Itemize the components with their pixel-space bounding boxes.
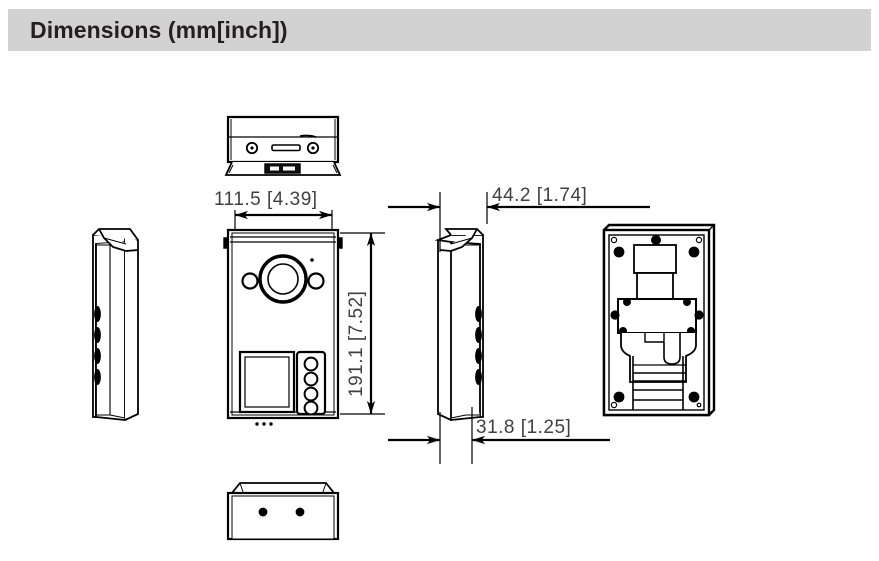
call-button-3 [303,386,319,402]
call-button-2 [303,371,319,387]
mic-hole-1 [255,422,259,426]
extension-lines [439,192,488,464]
mic-hole-3 [269,422,273,426]
dimension-depth-body-label: 31.8 [1.25] [476,417,571,438]
top-view [224,115,342,176]
technical-drawing-svg: 111.5 [4.39] [92,115,716,541]
mic-hole-2 [262,422,266,426]
dimension-depth-total: 44.2 [1.74] [388,185,650,212]
dimension-height: 191.1 [7.52] [340,232,385,415]
ir-led-left [241,272,259,290]
rear-bracket-view [602,223,716,417]
dimension-width-label: 111.5 [4.39] [214,189,318,210]
dimension-depth-total-label: 44.2 [1.74] [492,185,587,206]
right-side-view [434,228,484,421]
call-button-4 [303,400,319,416]
camera-lens-inner [267,263,299,295]
dimension-height-label: 191.1 [7.52] [346,291,367,397]
bottom-view [226,482,340,541]
indicator-dot-icon [310,258,314,262]
ir-led-right [307,272,325,290]
call-button-1 [303,356,319,372]
left-side-view [92,228,139,421]
dimension-drawing: 111.5 [4.39] [0,52,879,561]
page-title: Dimensions (mm[inch]) [30,16,288,43]
dimension-depth-body: 31.8 [1.25] [388,417,610,445]
section-header: Dimensions (mm[inch]) [8,9,871,51]
front-view [223,228,343,426]
